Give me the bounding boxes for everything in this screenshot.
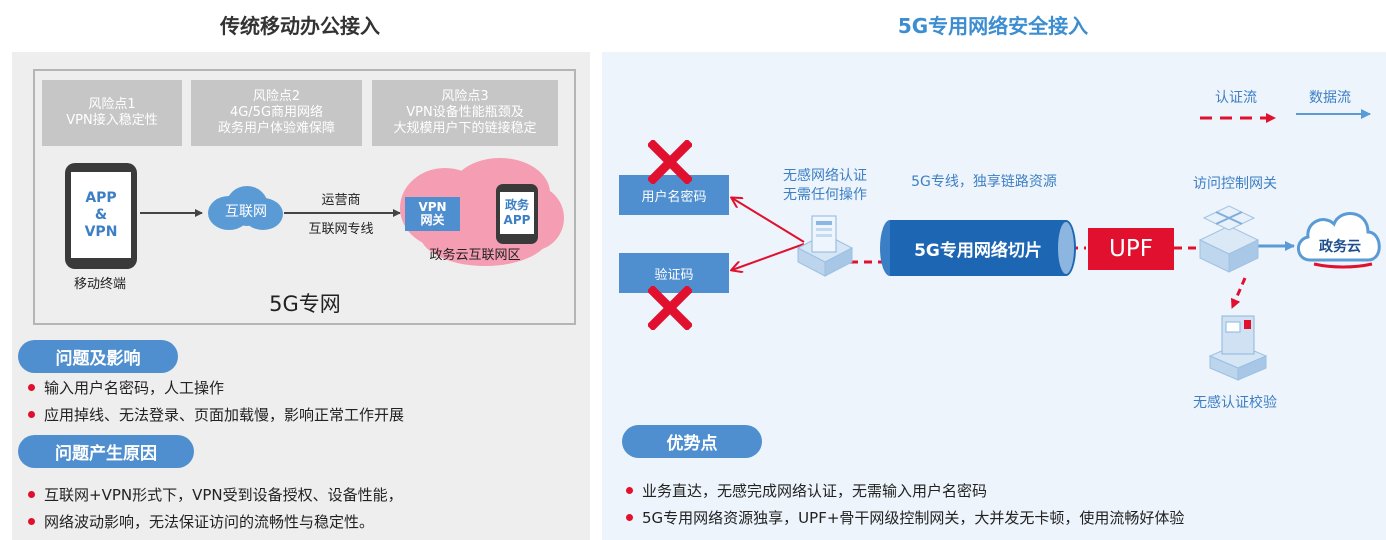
bullet-dot-icon	[626, 487, 633, 494]
slice-cylinder-right	[1056, 220, 1076, 276]
vpn-gateway-text-2: 网关	[420, 213, 445, 227]
risk-3-line2: VPN设备性能瓶颈及	[406, 105, 524, 120]
cross-icon	[648, 286, 692, 330]
risk-box-2: 风险点2 4G/5G商用网络 政务用户体验难保障	[191, 80, 362, 146]
left-title: 传统移动办公接入	[220, 14, 380, 38]
risk-3-title: 风险点3	[441, 89, 489, 104]
carrier-line-label: 互联网专线	[308, 222, 374, 237]
legend-data-flow-label: 数据流	[1309, 90, 1351, 106]
bullet-dot-icon	[28, 411, 35, 418]
phone-screen: APP & VPN	[71, 172, 131, 258]
right-diagram-lines	[600, 109, 1371, 309]
vpn-gateway-icon: VPN 网关	[405, 197, 460, 231]
right-title: 5G专用网络安全接入	[897, 14, 1089, 38]
cause-text-1: 互联网+VPN形式下，VPN受到设备授权、设备性能，	[44, 486, 403, 504]
arrow-server-username	[732, 198, 805, 243]
legend-auth-flow-label: 认证流	[1215, 90, 1257, 106]
phone-amp-text: &	[94, 206, 108, 223]
cross-icon	[648, 140, 692, 184]
risk-1-title: 风险点1	[88, 97, 136, 112]
risk-3-line3: 大规模用户下的链接稳定	[393, 121, 537, 136]
mobile-terminal-label: 移动终端	[73, 276, 126, 292]
no-operation-label: 无需任何操作	[783, 186, 867, 203]
problems-pill: 问题及影响	[18, 340, 178, 373]
risk-2-line3: 政务用户体验难保障	[217, 121, 335, 136]
dedicated-line-label: 5G专线，独享链路资源	[911, 174, 1057, 190]
cause-item-1: 互联网+VPN形式下，VPN受到设备授权、设备性能，	[28, 484, 403, 505]
advantages-pill: 优势点	[622, 425, 762, 458]
risk-2-title: 风险点2	[252, 89, 301, 104]
causes-pill: 问题产生原因	[18, 435, 194, 468]
advantage-item-1: 业务直达，无感完成网络认证，无需输入用户名密码	[626, 480, 987, 501]
cause-text-2: 网络波动影响，无法保证访问的流畅性与稳定性。	[44, 513, 375, 531]
problem-item-1: 输入用户名密码，人工操作	[28, 377, 224, 398]
risk-box-3: 风险点3 VPN设备性能瓶颈及 大规模用户下的链接稳定	[372, 80, 558, 146]
bullet-dot-icon	[28, 491, 35, 498]
username-password-box: 用户名密码	[619, 175, 729, 215]
cause-item-2: 网络波动影响，无法保证访问的流畅性与稳定性。	[28, 511, 374, 532]
5g-panel	[602, 52, 1386, 540]
access-gateway-label: 访问控制网关	[1193, 175, 1277, 192]
internet-cloud-icon: 互联网	[225, 204, 267, 220]
risk-1-line2: VPN接入稳定性	[66, 113, 158, 128]
auth-check-icon	[1208, 315, 1268, 381]
verification-code-box: 验证码	[619, 253, 729, 293]
arrow-server-code	[732, 243, 805, 270]
vpn-gateway-text-1: VPN	[418, 200, 447, 214]
carrier-label: 运营商	[321, 193, 361, 208]
gov-app-text-2: APP	[503, 213, 531, 227]
gov-app-text-1: 政务	[504, 198, 529, 212]
gov-cloud-icon	[1297, 212, 1381, 269]
risk-2-line2: 4G/5G商用网络	[229, 105, 324, 120]
bullet-dot-icon	[28, 384, 35, 391]
advantage-text-1: 业务直达，无感完成网络认证，无需输入用户名密码	[642, 482, 988, 500]
auth-server-icon	[796, 215, 854, 277]
gov-app-screen: 政务 APP	[500, 192, 534, 234]
seamless-check-label: 无感认证校验	[1193, 395, 1277, 411]
problem-text-2: 应用掉线、无法登录、页面加载慢，影响正常工作开展	[44, 406, 405, 424]
gov-cloud-label: 政务云	[1319, 239, 1361, 255]
problem-item-2: 应用掉线、无法登录、页面加载慢，影响正常工作开展	[28, 404, 404, 425]
network-slice-cylinder: 5G专用网络切片	[890, 220, 1066, 276]
arrow-gateway-check	[1230, 277, 1247, 309]
advantage-item-2: 5G专用网络资源独享，UPF+骨干网级控制网关，大并发无卡顿，使用流畅好体验	[626, 507, 1184, 528]
seamless-auth-label: 无感网络认证	[783, 167, 867, 184]
bullet-dot-icon	[28, 518, 35, 525]
gov-cloud-zone-label: 政务云互联网区	[429, 248, 521, 263]
phone-vpn-text: VPN	[84, 223, 118, 240]
advantage-text-2: 5G专用网络资源独享，UPF+骨干网级控制网关，大并发无卡顿，使用流畅好体验	[642, 509, 1185, 527]
private-network-label: 5G专网	[269, 292, 341, 316]
upf-box: UPF	[1088, 228, 1174, 270]
internet-cloud-part	[243, 198, 283, 230]
bullet-dot-icon	[626, 514, 633, 521]
problem-text-1: 输入用户名密码，人工操作	[44, 379, 225, 397]
phone-app-text: APP	[85, 189, 117, 206]
access-gateway-icon	[1198, 205, 1260, 273]
risk-box-1: 风险点1 VPN接入稳定性	[42, 80, 182, 146]
